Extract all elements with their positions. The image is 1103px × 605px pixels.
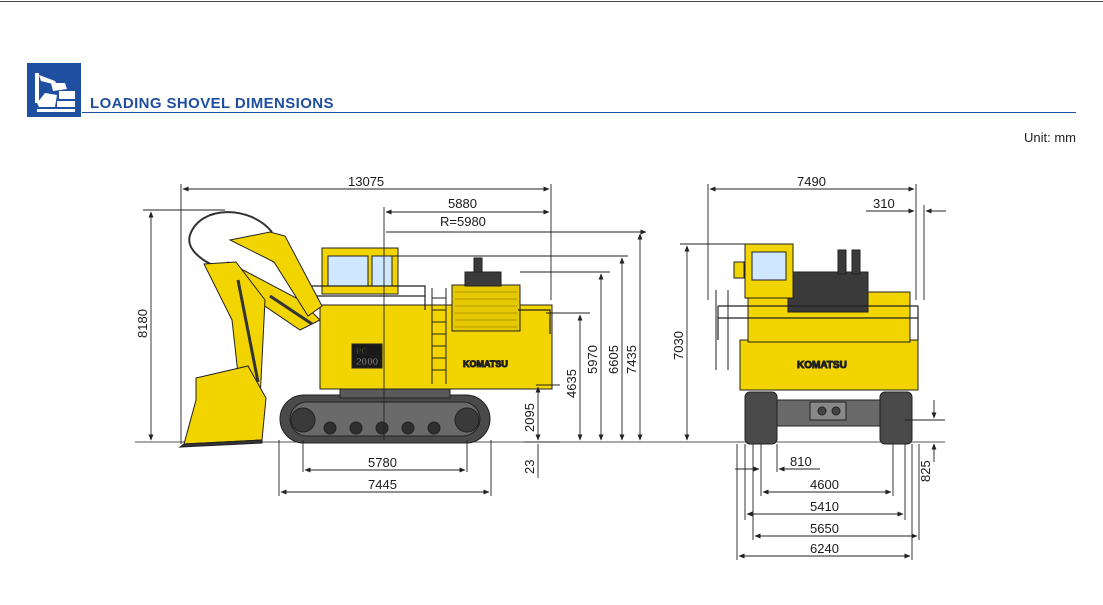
bucket xyxy=(183,365,267,445)
rear-view-machine: KOMATSU xyxy=(715,243,919,445)
label-5780: 5780 xyxy=(368,455,397,470)
left-track xyxy=(744,391,778,445)
header-divider xyxy=(82,112,1076,113)
counterweight xyxy=(739,339,919,391)
label-4635: 4635 xyxy=(564,369,579,398)
label-7445: 7445 xyxy=(368,477,397,492)
crawler-track xyxy=(279,394,491,444)
label-overall-length: 13075 xyxy=(348,174,384,189)
label-5410: 5410 xyxy=(810,499,839,514)
label-310: 310 xyxy=(873,196,895,211)
label-cab-height: 7030 xyxy=(671,331,686,360)
label-4600: 4600 xyxy=(810,477,839,492)
label-swing-radius: R=5980 xyxy=(440,214,486,229)
label-overall-height: 8180 xyxy=(135,309,150,338)
label-5650: 5650 xyxy=(810,521,839,536)
shovel-icon xyxy=(27,63,81,117)
model-line1: PC xyxy=(356,347,367,356)
model-line2: 2000 xyxy=(356,357,379,368)
label-6605: 6605 xyxy=(606,345,621,374)
label-overall-width: 7490 xyxy=(797,174,826,189)
unit-label: Unit: mm xyxy=(1024,130,1076,145)
top-rule xyxy=(0,1,1103,2)
label-825: 825 xyxy=(918,460,933,482)
page-title: LOADING SHOVEL DIMENSIONS xyxy=(90,95,334,112)
label-7435: 7435 xyxy=(624,345,639,374)
label-6240: 6240 xyxy=(810,541,839,556)
brand-side: KOMATSU xyxy=(463,359,508,369)
right-track xyxy=(879,391,913,445)
brand-rear: KOMATSU xyxy=(797,360,847,371)
label-5880: 5880 xyxy=(448,196,477,211)
label-5970: 5970 xyxy=(585,345,600,374)
side-view-machine: PC 2000 KOMATSU xyxy=(178,211,553,448)
label-2095: 2095 xyxy=(522,403,537,432)
label-23: 23 xyxy=(522,460,537,474)
label-810: 810 xyxy=(790,454,812,469)
